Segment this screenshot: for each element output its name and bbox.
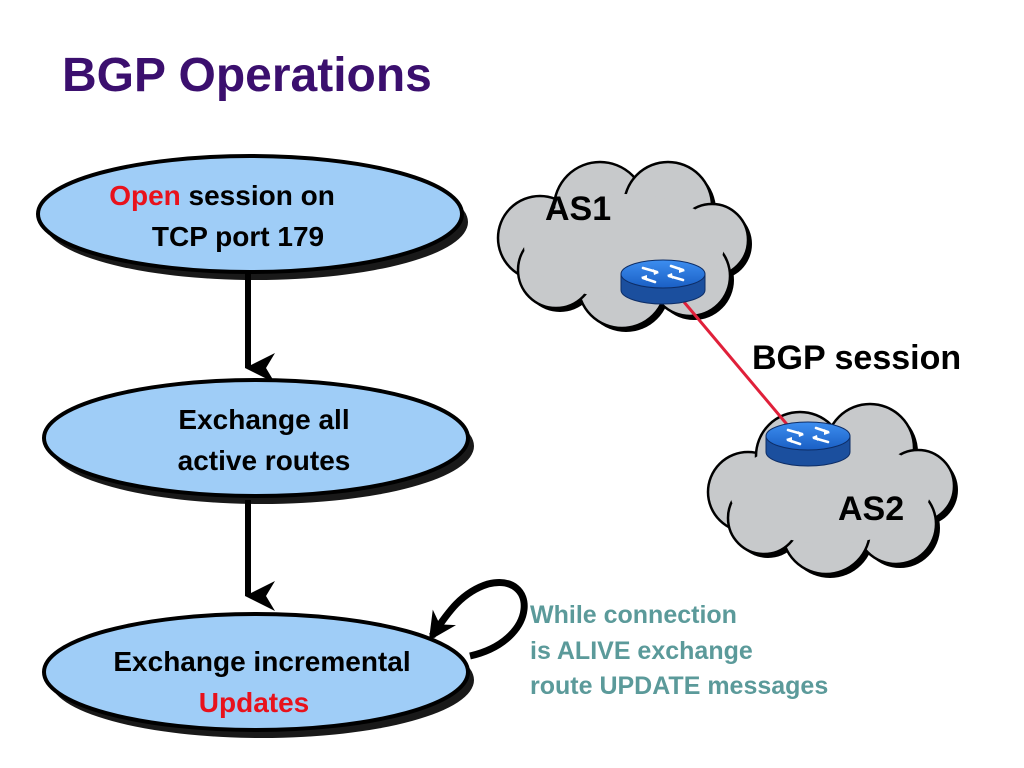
- step1-line2: TCP port 179: [152, 221, 324, 252]
- update-loop-arrow: [428, 579, 528, 660]
- bgp-session-link: [682, 301, 792, 429]
- step2-line2: active routes: [178, 445, 351, 476]
- as1-cloud-icon: [496, 160, 752, 332]
- step1-line1-rest: session on: [181, 180, 335, 211]
- step2-line1: Exchange all: [178, 404, 349, 435]
- as1-label: AS1: [545, 190, 611, 228]
- step3-line1: Exchange incremental: [113, 646, 410, 677]
- svg-text:Open session on: Open session on: [109, 180, 335, 211]
- step-incremental-updates: Exchange incremental Updates: [42, 612, 474, 738]
- note-line-1: While connection: [530, 601, 737, 629]
- router-icon: [765, 421, 851, 467]
- update-note: While connection is ALIVE exchange route…: [530, 601, 828, 700]
- slide-title: BGP Operations: [62, 49, 432, 102]
- open-keyword: Open: [109, 180, 181, 211]
- router-icon: [620, 259, 706, 305]
- as2-label: AS2: [838, 490, 904, 528]
- bgp-session-label: BGP session: [752, 339, 961, 377]
- step-exchange-routes: Exchange all active routes: [42, 378, 474, 504]
- note-line-2: is ALIVE exchange: [530, 637, 753, 665]
- updates-keyword: Updates: [199, 687, 309, 718]
- step-open-session: Open session on TCP port 179: [36, 154, 468, 280]
- note-line-3: route UPDATE messages: [530, 672, 828, 700]
- flow-connectors: [245, 268, 528, 660]
